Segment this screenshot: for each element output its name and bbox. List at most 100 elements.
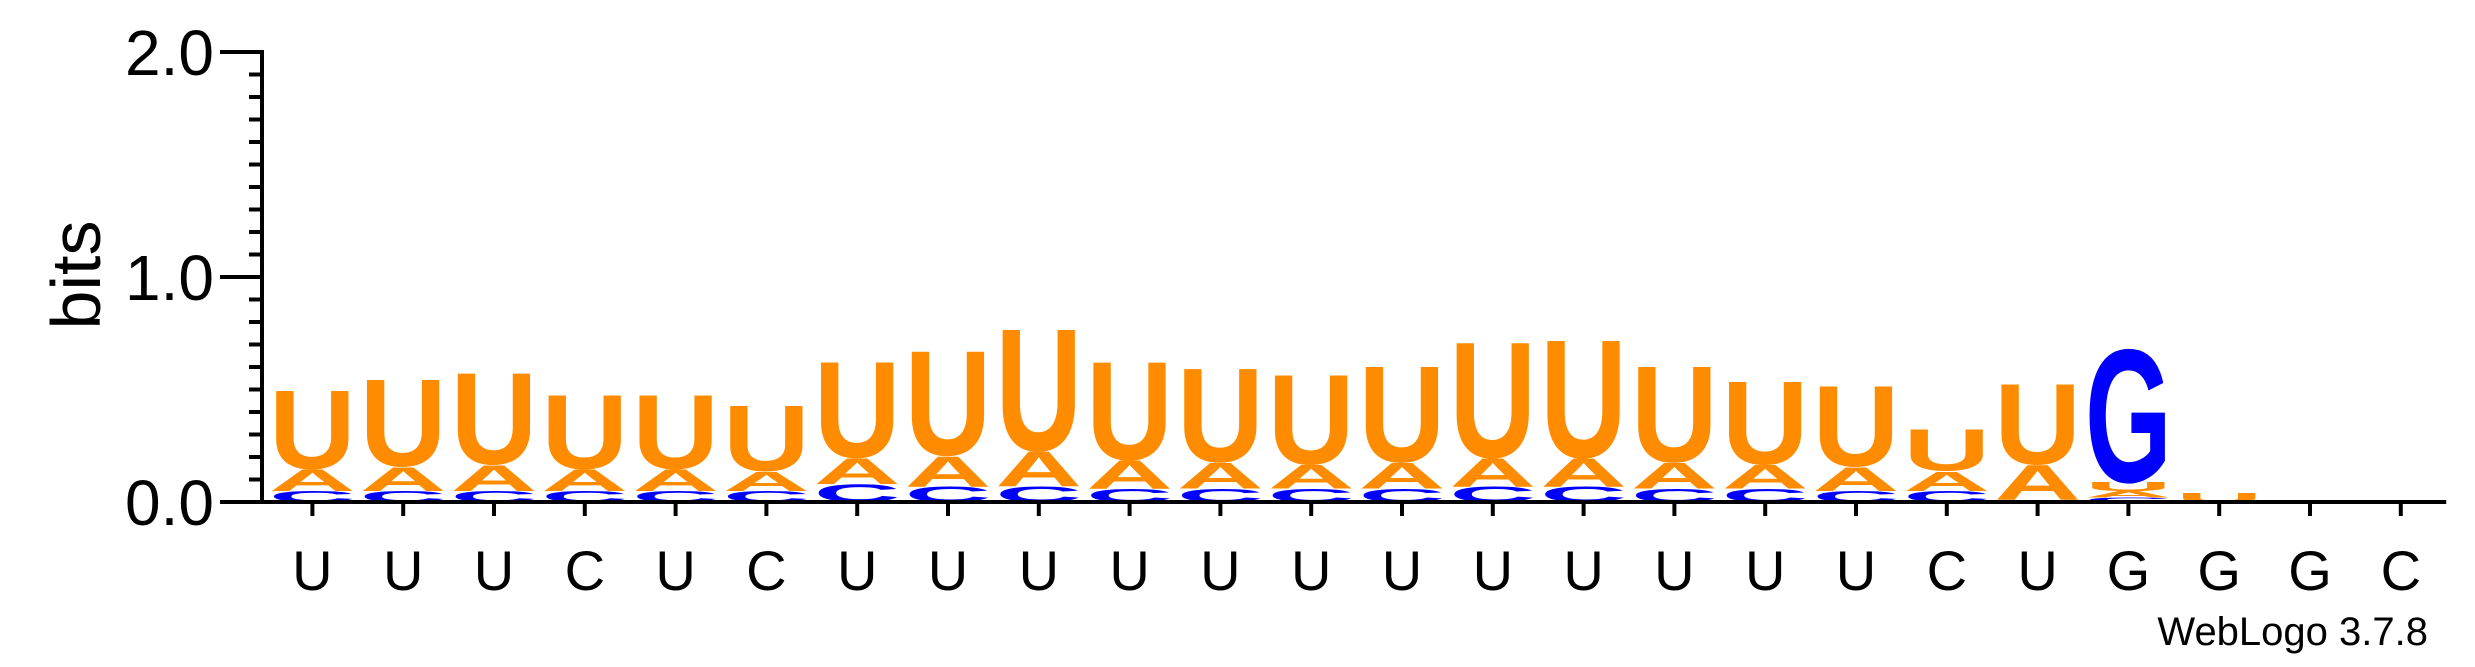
svg-text:U: U: [1903, 417, 1990, 484]
svg-text:U: U: [1631, 338, 1718, 491]
svg-text:U: U: [1177, 340, 1264, 490]
svg-text:A: A: [1086, 452, 1173, 497]
logo-letter-A: A: [1722, 458, 1809, 496]
logo-letter-A: A: [1903, 465, 1990, 497]
logo-letter-U: U: [1086, 333, 1173, 490]
svg-text:A: A: [360, 460, 447, 498]
svg-text:U: U: [1359, 338, 1446, 491]
y-axis-title: bits: [37, 221, 115, 330]
logo-letter-U: U: [723, 387, 810, 491]
weblogo-credit: WebLogo 3.7.8: [2157, 610, 2428, 654]
x-position-label: C: [2381, 539, 2421, 602]
svg-text:A: A: [905, 447, 992, 496]
logo-letter-A: A: [723, 465, 810, 497]
logo-letter-U: U: [814, 334, 901, 487]
logo-letter-A: A: [451, 457, 538, 499]
svg-text:U: U: [1449, 308, 1536, 492]
x-position-label: C: [565, 539, 605, 602]
logo-letter-U: U: [451, 347, 538, 492]
x-position-label: U: [928, 539, 968, 602]
svg-text:U: U: [1813, 362, 1900, 491]
svg-text:A: A: [451, 457, 538, 499]
x-position-label: C: [746, 539, 786, 602]
y-tick-label: 0.0: [125, 467, 214, 539]
logo-letter-A: A: [1449, 450, 1536, 495]
x-position-label: U: [1745, 539, 1785, 602]
svg-text:U: U: [723, 387, 810, 491]
svg-text:U: U: [1268, 349, 1355, 492]
x-position-label: U: [1382, 539, 1422, 602]
logo-letter-A: A: [814, 451, 901, 493]
svg-text:A: A: [995, 441, 1082, 497]
svg-text:A: A: [1540, 450, 1627, 495]
svg-text:U: U: [1086, 333, 1173, 490]
logo-letter-A: A: [360, 460, 447, 498]
x-position-label: U: [474, 539, 514, 602]
logo-letter-A: A: [2085, 489, 2172, 499]
logo-letter-U: U: [360, 353, 447, 493]
logo-letter-A: A: [1086, 452, 1173, 497]
svg-text:A: A: [1359, 455, 1446, 497]
svg-text:U: U: [632, 374, 719, 492]
x-position-label: U: [1473, 539, 1513, 602]
logo-letter-A: A: [632, 462, 719, 497]
svg-text:U: U: [1994, 359, 2081, 488]
logo-letter-A: A: [1540, 450, 1627, 495]
logo-letter-A: A: [269, 462, 356, 497]
svg-text:U: U: [360, 353, 447, 493]
logo-letter-A: A: [1268, 458, 1355, 496]
logo-letter-U: U: [1813, 362, 1900, 491]
logo-letter-U: U: [1903, 417, 1990, 484]
logo-letter-U: U: [269, 367, 356, 493]
logo-letter-U: U: [995, 293, 1082, 488]
logo-letter-G: G: [2085, 310, 2172, 523]
x-position-label: U: [1654, 539, 1694, 602]
svg-text:U: U: [541, 374, 628, 492]
x-position-label: G: [2197, 539, 2241, 602]
svg-text:A: A: [632, 462, 719, 497]
svg-text:A: A: [723, 465, 810, 497]
x-position-label: U: [1109, 539, 1149, 602]
svg-text:A: A: [814, 451, 901, 493]
logo-letter-U: U: [632, 374, 719, 492]
logo-letter-A: A: [1177, 455, 1264, 497]
svg-text:U: U: [905, 319, 992, 487]
svg-text:A: A: [2085, 489, 2172, 499]
svg-text:A: A: [1722, 458, 1809, 496]
logo-stacks: CAUCAUCAUCAUCAUCAUCAUCAUCAUCAUCAUCAUCAUC…: [269, 293, 2444, 523]
svg-text:G: G: [2085, 310, 2172, 523]
logo-letter-A: A: [1359, 455, 1446, 497]
svg-text:U: U: [2085, 480, 2172, 494]
x-position-label: U: [837, 539, 877, 602]
logo-letter-U: U: [1359, 338, 1446, 491]
logo-letter-A: A: [1813, 460, 1900, 498]
logo-letter-A: A: [905, 447, 992, 496]
x-position-label: U: [292, 539, 332, 602]
x-position-label: U: [1019, 539, 1059, 602]
svg-text:C: C: [2085, 496, 2172, 503]
logo-letter-U: U: [1631, 338, 1718, 491]
logo-letter-U: U: [905, 319, 992, 487]
x-position-label: G: [2107, 539, 2151, 602]
svg-text:A: A: [1177, 455, 1264, 497]
logo-letter-U: U: [1994, 359, 2081, 488]
y-tick-label: 1.0: [125, 242, 214, 314]
svg-text:U: U: [814, 334, 901, 487]
svg-text:U: U: [1722, 356, 1809, 489]
logo-letter-U: U: [1177, 340, 1264, 490]
logo-letter-A: A: [995, 441, 1082, 497]
svg-text:A: A: [1449, 450, 1536, 495]
svg-text:A: A: [541, 462, 628, 497]
x-position-label: U: [1563, 539, 1603, 602]
logo-letter-A: A: [541, 462, 628, 497]
svg-text:A: A: [1268, 458, 1355, 496]
x-position-label: U: [1200, 539, 1240, 602]
x-position-label: U: [1836, 539, 1876, 602]
logo-letter-U: U: [1722, 356, 1809, 489]
logo-letter-U: U: [1268, 349, 1355, 492]
x-position-label: G: [2288, 539, 2332, 602]
svg-text:U: U: [995, 293, 1082, 488]
x-position-label: C: [1927, 539, 1967, 602]
